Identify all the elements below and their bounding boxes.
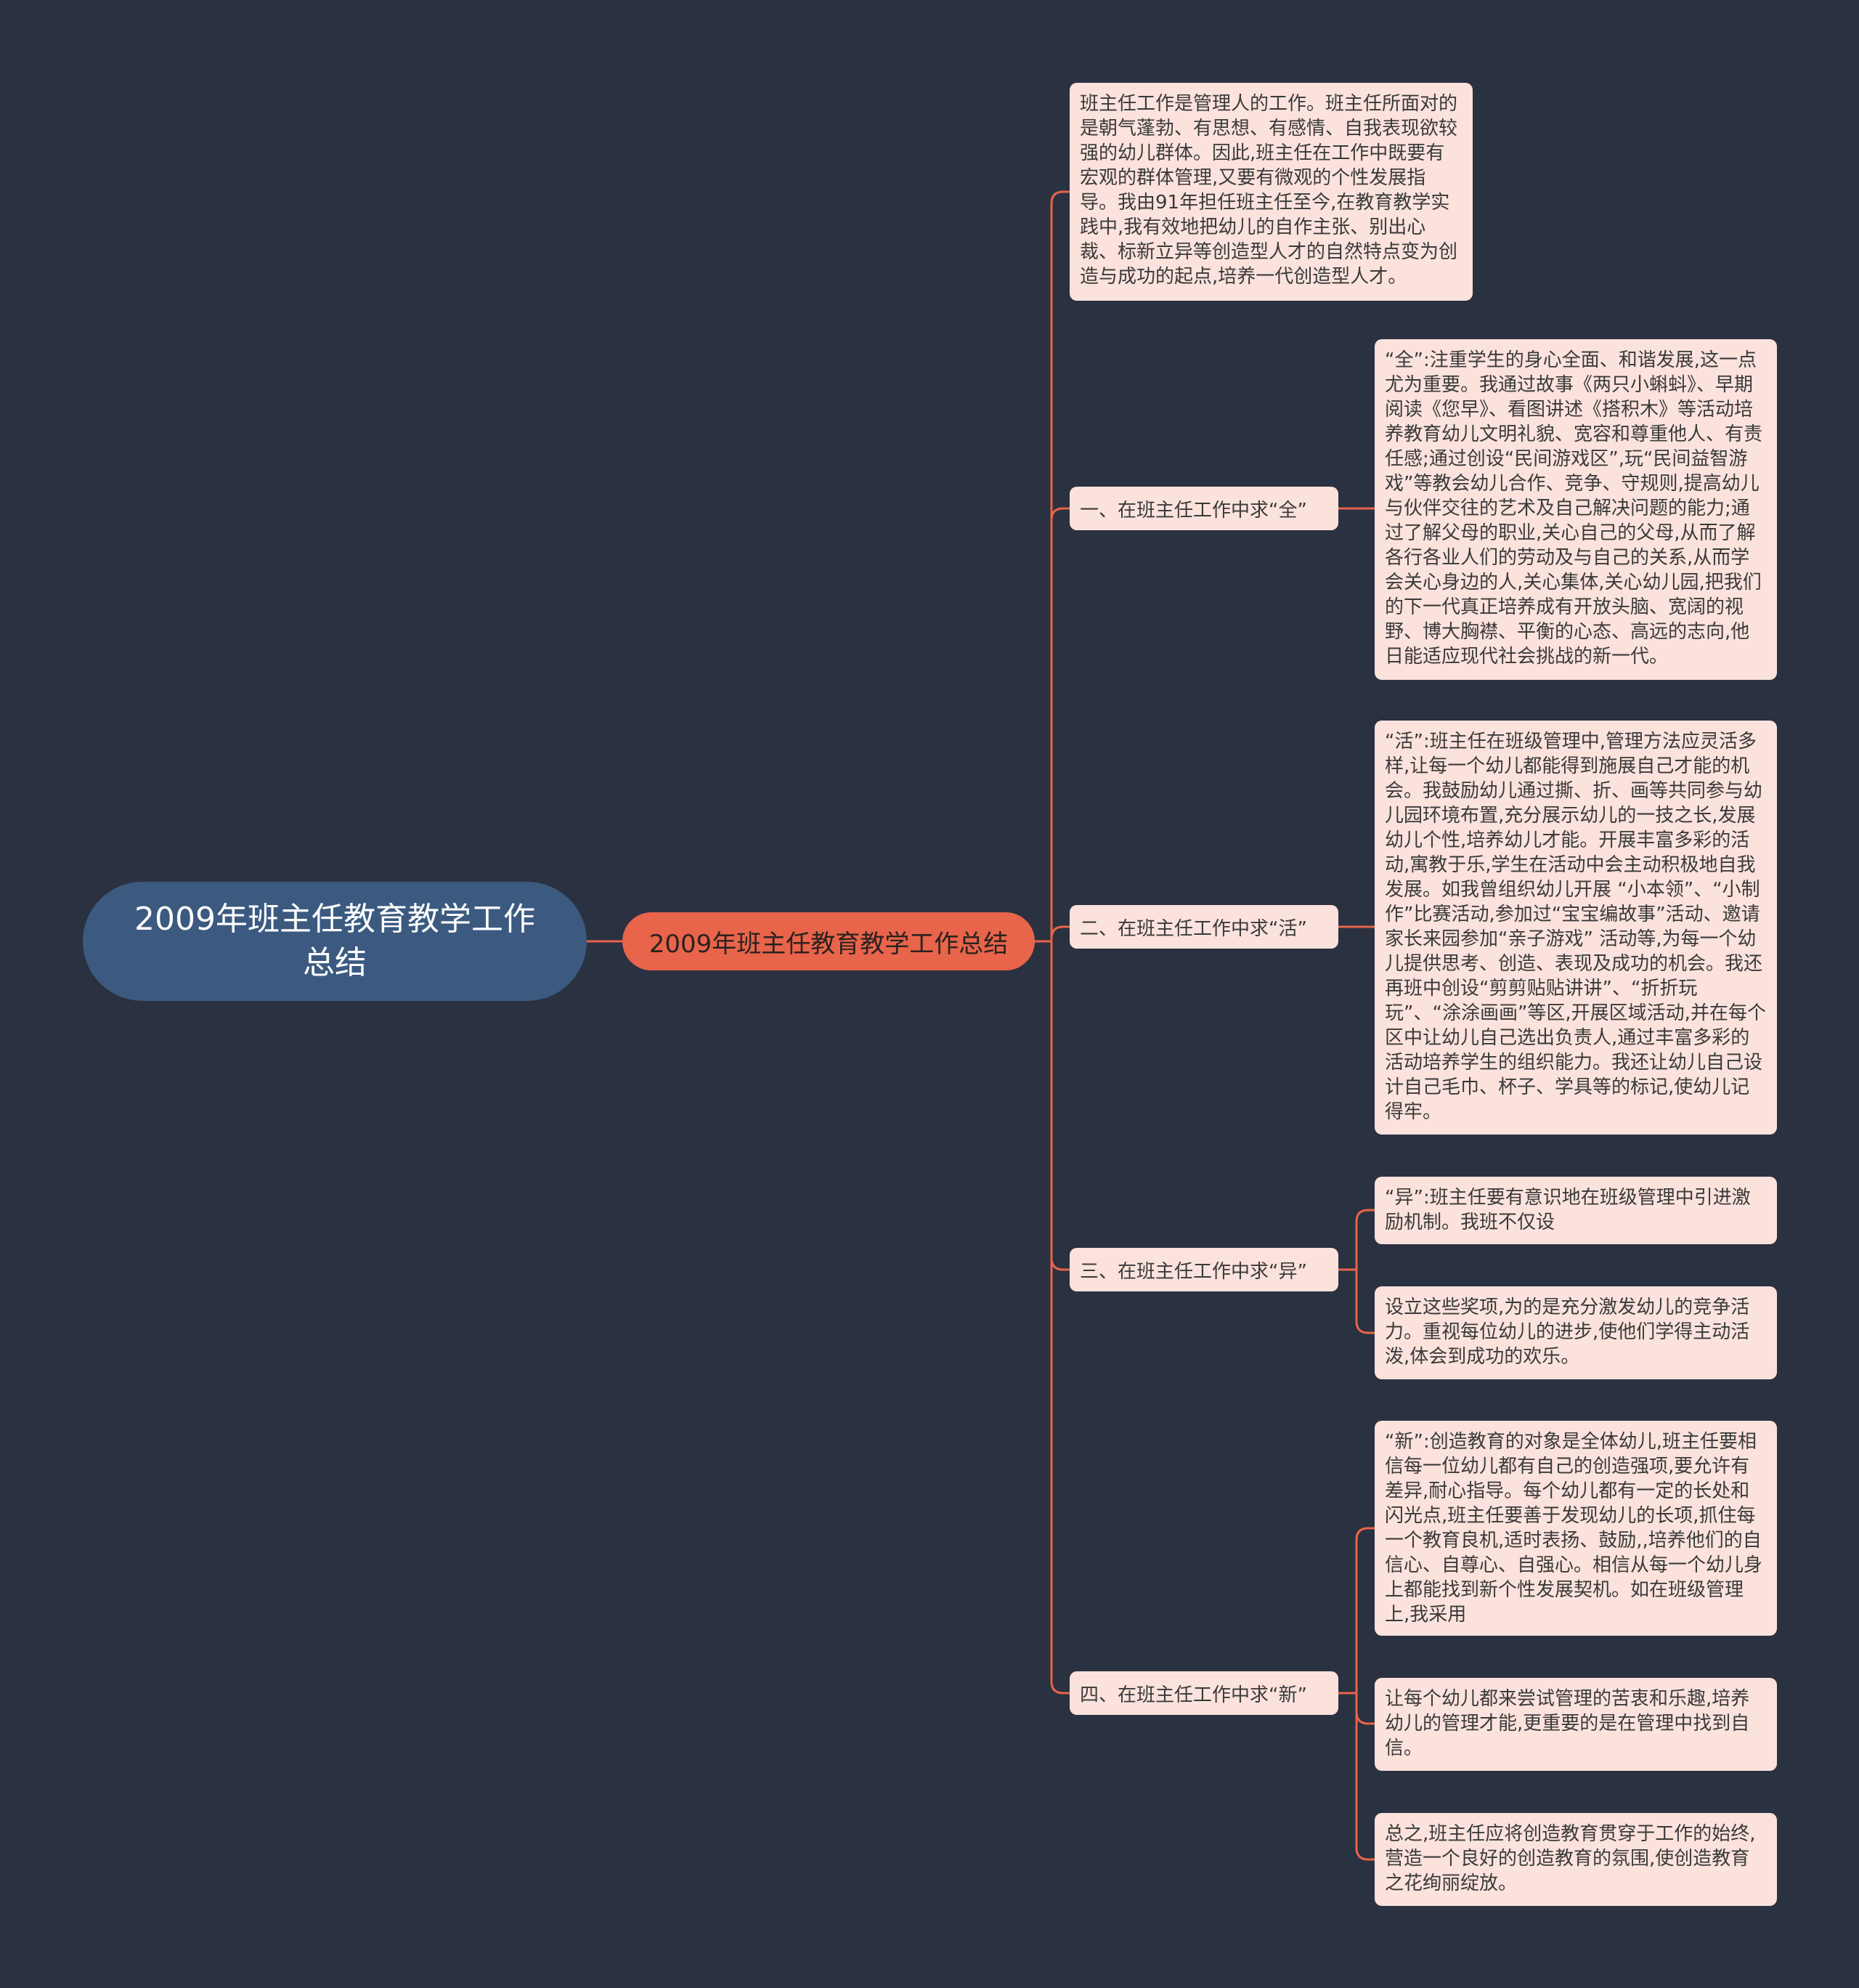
note-yi-1[interactable]: “异”:班主任要有意识地在班级管理中引进激励机制。我班不仅设 — [1375, 1177, 1777, 1244]
branch-huo-label: 二、在班主任工作中求“活” — [1080, 917, 1307, 940]
connector-trunk-b2 — [1050, 925, 1071, 943]
branch-huo[interactable]: 二、在班主任工作中求“活” — [1070, 905, 1338, 949]
note-xin-1-text: “新”:创造教育的对象是全体幼儿,班主任要相信每一位幼儿都有自己的创造强项,要允… — [1385, 1431, 1763, 1626]
note-quan-text: “全”:注重学生的身心全面、和谐发展,这一点尤为重要。我通过故事《两只小蝌蚪》、… — [1385, 349, 1763, 668]
branch-yi-label: 三、在班主任工作中求“异” — [1080, 1260, 1307, 1283]
root-topic-label: 2009年班主任教育教学工作总结 — [134, 901, 535, 981]
note-xin-2-text: 让每个幼儿都来尝试管理的苦衷和乐趣,培养幼儿的管理才能,更重要的是在管理中找到自… — [1385, 1688, 1750, 1759]
branch-quan[interactable]: 一、在班主任工作中求“全” — [1070, 487, 1338, 530]
note-xin-3-text: 总之,班主任应将创造教育贯穿于工作的始终,营造一个良好的创造教育的氛围,使创造教… — [1385, 1823, 1756, 1894]
intro-note[interactable]: 班主任工作是管理人的工作。班主任所面对的是朝气蓬勃、有思想、有感情、自我表现欲较… — [1070, 83, 1473, 301]
connector-trunk-intro — [1050, 190, 1071, 943]
intro-note-text: 班主任工作是管理人的工作。班主任所面对的是朝气蓬勃、有思想、有感情、自我表现欲较… — [1080, 93, 1458, 288]
note-huo-text: “活”:班主任在班级管理中,管理方法应灵活多样,让每一个幼儿都能得到施展自己才能… — [1385, 731, 1766, 1123]
branch-xin[interactable]: 四、在班主任工作中求“新” — [1070, 1671, 1338, 1715]
connector-b4-note3 — [1355, 1692, 1376, 1861]
connector-trunk-b4 — [1050, 940, 1071, 1695]
branch-yi[interactable]: 三、在班主任工作中求“异” — [1070, 1248, 1338, 1291]
root-topic[interactable]: 2009年班主任教育教学工作总结 — [83, 882, 587, 1001]
note-xin-2[interactable]: 让每个幼儿都来尝试管理的苦衷和乐趣,培养幼儿的管理才能,更重要的是在管理中找到自… — [1375, 1678, 1777, 1771]
note-yi-1-text: “异”:班主任要有意识地在班级管理中引进激励机制。我班不仅设 — [1385, 1187, 1751, 1233]
connector-b3-note2 — [1355, 1268, 1376, 1334]
note-quan[interactable]: “全”:注重学生的身心全面、和谐发展,这一点尤为重要。我通过故事《两只小蝌蚪》、… — [1375, 339, 1777, 680]
connector-b4-note1 — [1355, 1527, 1376, 1695]
note-xin-1[interactable]: “新”:创造教育的对象是全体幼儿,班主任要相信每一位幼儿都有自己的创造强项,要允… — [1375, 1421, 1777, 1636]
branch-xin-label: 四、在班主任工作中求“新” — [1080, 1684, 1307, 1706]
note-huo[interactable]: “活”:班主任在班级管理中,管理方法应灵活多样,让每一个幼儿都能得到施展自己才能… — [1375, 721, 1777, 1135]
note-yi-2[interactable]: 设立这些奖项,为的是充分激发幼儿的竞争活力。重视每位幼儿的进步,使他们学得主动活… — [1375, 1286, 1777, 1379]
connector-trunk-b1 — [1050, 507, 1071, 943]
connector-b3-note1 — [1355, 1209, 1376, 1271]
connector-b4-note2 — [1355, 1692, 1376, 1725]
note-yi-2-text: 设立这些奖项,为的是充分激发幼儿的竞争活力。重视每位幼儿的进步,使他们学得主动活… — [1385, 1297, 1750, 1368]
connector-trunk-b3 — [1050, 940, 1071, 1271]
note-xin-3[interactable]: 总之,班主任应将创造教育贯穿于工作的始终,营造一个良好的创造教育的氛围,使创造教… — [1375, 1813, 1777, 1906]
main-topic-label: 2009年班主任教育教学工作总结 — [648, 929, 1009, 959]
branch-quan-label: 一、在班主任工作中求“全” — [1080, 499, 1307, 522]
main-topic[interactable]: 2009年班主任教育教学工作总结 — [622, 912, 1035, 970]
